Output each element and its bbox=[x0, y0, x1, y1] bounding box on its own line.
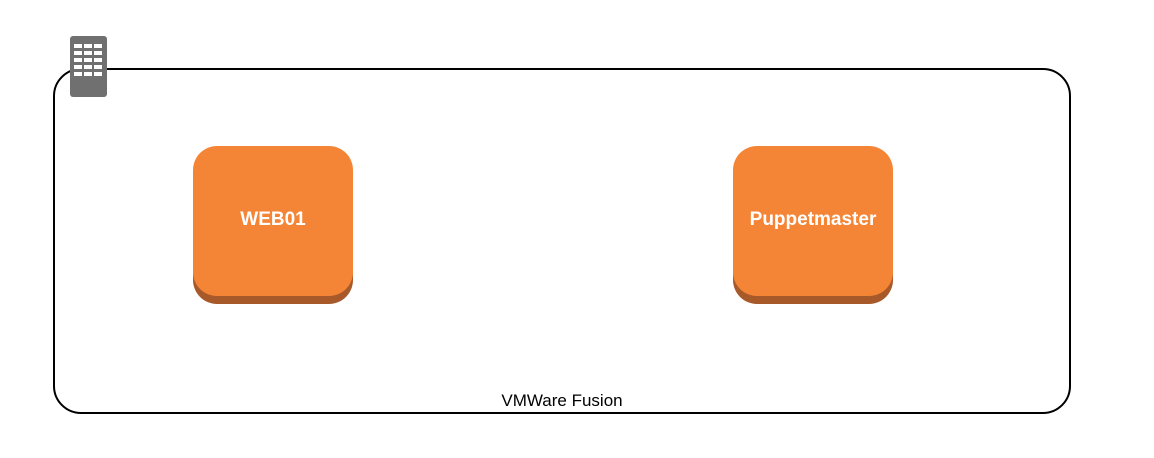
node-label: Puppetmaster bbox=[749, 209, 877, 230]
vmware-fusion-group[interactable]: VMWare Fusion bbox=[53, 68, 1071, 414]
node-face: Puppetmaster bbox=[733, 146, 893, 296]
node-label: WEB01 bbox=[240, 209, 306, 230]
node-face: WEB01 bbox=[193, 146, 353, 296]
building-icon bbox=[70, 36, 107, 97]
node-puppetmaster[interactable]: Puppetmaster bbox=[733, 146, 893, 304]
group-label: VMWare Fusion bbox=[501, 391, 623, 410]
node-web01[interactable]: WEB01 bbox=[193, 146, 353, 304]
